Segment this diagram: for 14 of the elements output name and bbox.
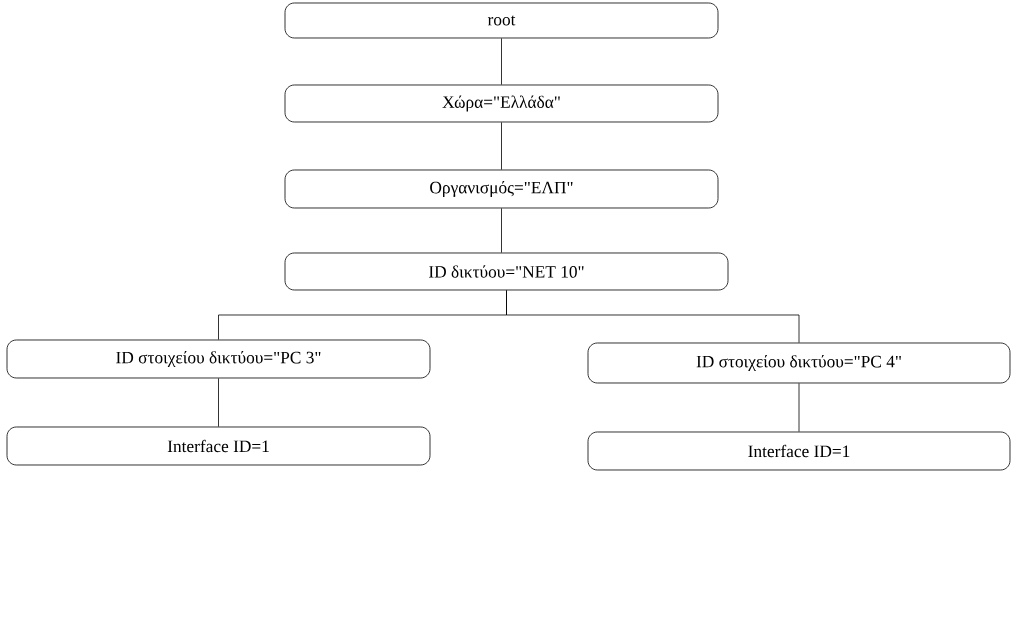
connector-line bbox=[501, 122, 502, 170]
tree-node-box: root bbox=[284, 2, 719, 39]
connector-line bbox=[798, 383, 800, 432]
connector-line bbox=[218, 378, 219, 427]
tree-node-box: Χώρα="Ελλάδα" bbox=[284, 84, 719, 123]
connector-line bbox=[501, 208, 502, 253]
connector-line bbox=[506, 290, 800, 343]
tree-node-box: Interface ID=1 bbox=[6, 426, 431, 466]
tree-node-box: ID στοιχείου δικτύου="PC 4" bbox=[587, 342, 1011, 384]
tree-node-box: ID δικτύου="NET 10" bbox=[284, 252, 729, 291]
connector-line bbox=[501, 38, 502, 85]
tree-node-box: ID στοιχείου δικτύου="PC 3" bbox=[6, 339, 431, 379]
tree-node-box: Interface ID=1 bbox=[587, 431, 1011, 471]
tree-node-box: Οργανισμός="ΕΛΠ" bbox=[284, 169, 719, 209]
